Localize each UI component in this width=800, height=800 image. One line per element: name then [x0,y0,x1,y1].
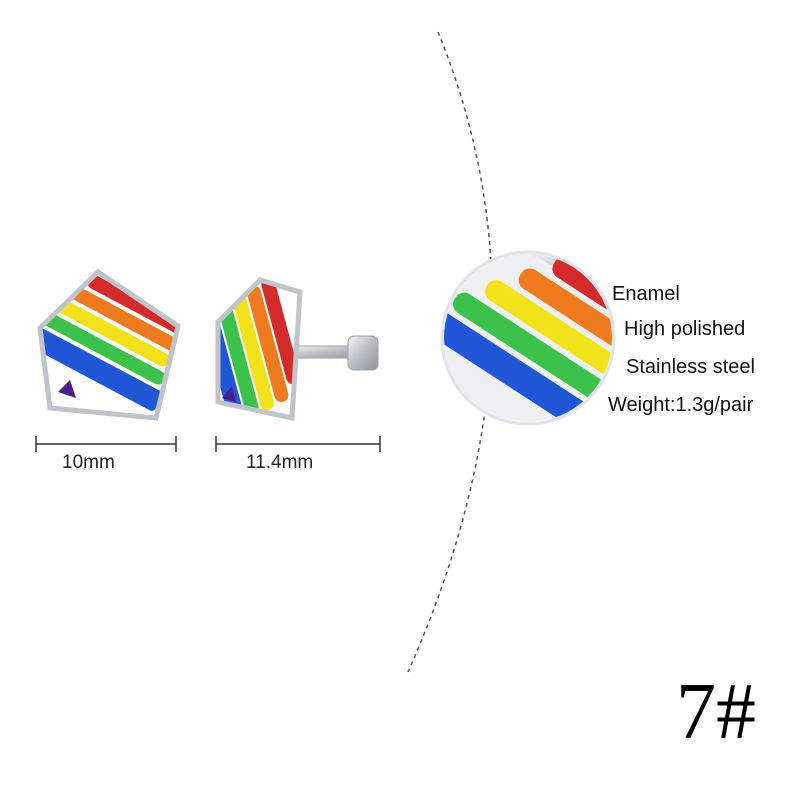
variant-number: 7# [676,668,756,756]
feature-enamel: Enamel [612,283,680,305]
dimension-left-label: 10mm [62,452,115,473]
feature-finish: High polished [624,318,746,340]
feature-weight: Weight:1.3g/pair [608,394,754,416]
feature-material: Stainless steel [626,356,755,378]
star-earring-side [215,277,379,422]
divider-arc [407,31,494,673]
dimension-right-label: 11.4mm [246,452,314,473]
star-earring-front [37,268,181,421]
dimension-line-right [215,436,381,452]
enamel-closeup [440,250,616,426]
dimension-line-left [35,436,177,452]
